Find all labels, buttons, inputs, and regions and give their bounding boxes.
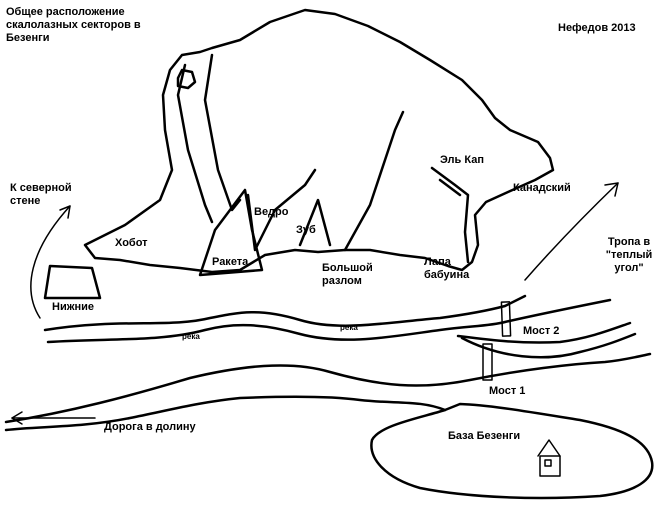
big-fault (343, 110, 405, 252)
bridge-2-mark (500, 301, 512, 337)
massif-outline (83, 8, 555, 274)
summit-mark (176, 68, 197, 90)
base-outline (370, 402, 654, 500)
nizhnie-block (43, 264, 102, 300)
river-label-right: река (340, 323, 358, 332)
river-label-left: река (182, 332, 200, 341)
author-label: Нефедов 2013 (558, 22, 636, 34)
sector-nizhnie: Нижние (52, 301, 95, 313)
sector-raketa: Ракета (212, 256, 249, 268)
bridge-1-mark (482, 343, 493, 381)
base-label: База Безенги (448, 430, 521, 442)
north-wall-arrow (30, 205, 71, 319)
sector-el-kap: Эль Кап (440, 154, 484, 166)
sector-lapa-babuina: Лапа бабуина (424, 256, 470, 281)
sector-kanadsky: Канадский (513, 182, 571, 194)
sector-zub: Зуб (296, 224, 316, 236)
north-wall-label: К северной стене (10, 182, 72, 207)
road-lower (4, 395, 447, 432)
road-to-valley-label: Дорога в долину (104, 421, 196, 433)
warm-corner-trail-label: Тропа в "теплый угол" (605, 236, 653, 274)
river-bank-right-upper (456, 321, 632, 344)
river-bank-lower (46, 298, 612, 344)
hobot-ridge-2 (203, 53, 242, 212)
lapa-ridge (430, 166, 470, 264)
sector-vedro: Ведро (254, 206, 289, 218)
hobot-ridge (176, 63, 214, 224)
sector-hobot: Хобот (115, 237, 148, 249)
lapa-ridge-2 (438, 178, 462, 197)
bridge-2-label: Мост 2 (523, 325, 560, 337)
sector-bolshoy-razlom: Большой разлом (322, 262, 373, 287)
warm-corner-arrowhead (604, 182, 619, 197)
map-title: Общее расположение скалолазных секторов … (6, 6, 141, 44)
bridge-1-label: Мост 1 (489, 385, 526, 397)
road-arrowhead (11, 411, 23, 425)
road-upper (4, 352, 652, 424)
north-wall-arrowhead (59, 205, 71, 219)
warm-corner-arrow (524, 182, 619, 281)
raketa-triangle (198, 188, 264, 277)
river-bank-upper (43, 294, 527, 332)
vedro-ridge (246, 168, 317, 252)
house-icon (537, 439, 561, 477)
zub-ridge (298, 198, 332, 247)
